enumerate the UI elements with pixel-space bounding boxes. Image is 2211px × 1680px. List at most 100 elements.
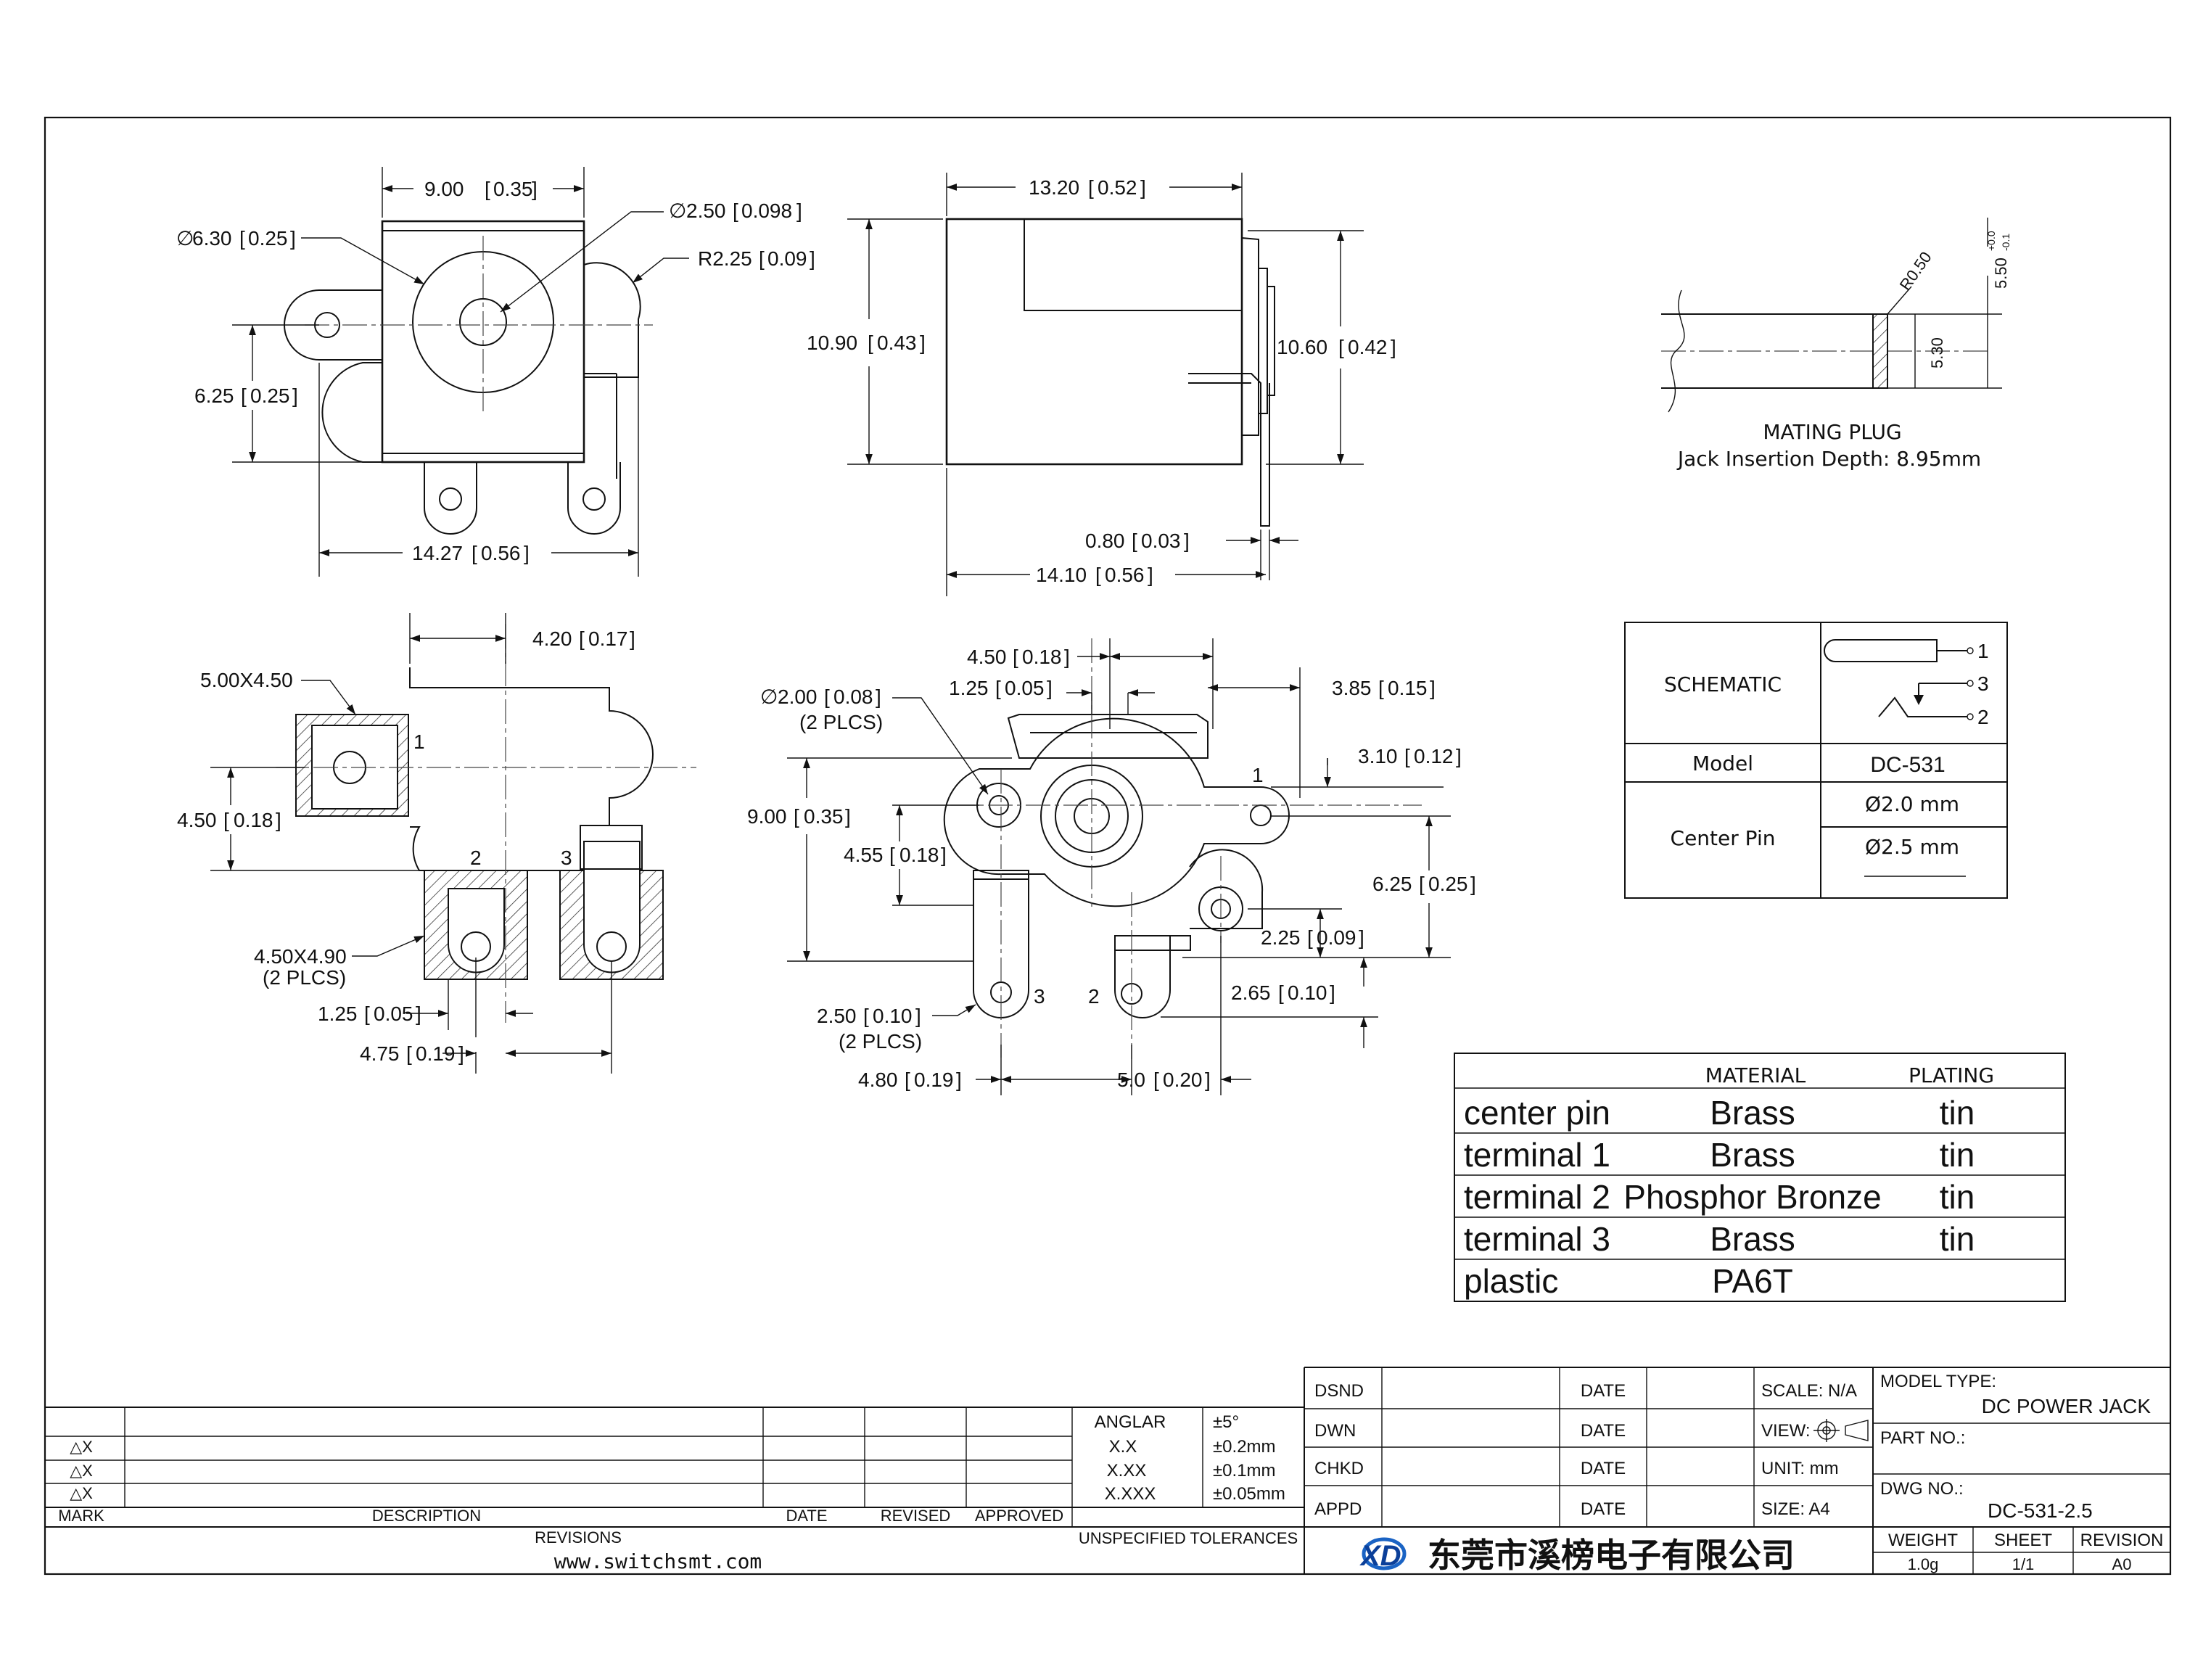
material-row-part: terminal 3: [1464, 1220, 1610, 1258]
dim-bottom-j: 2.50: [817, 1005, 857, 1027]
dim-pin-dia: 2.50: [686, 199, 726, 222]
svg-text:]: ]: [292, 384, 298, 407]
dim-pcb-left-inch: 0.18: [234, 809, 273, 831]
center-pin-option-2: Ø2.5 mm: [1865, 835, 1959, 859]
tol-xx-label: X.XX: [1107, 1461, 1147, 1481]
approval-date-label: DATE: [1581, 1499, 1626, 1519]
front-view: 9.00 [ 0.35 ] ∅ 6.30 [ 0.25 ] ∅ 2.50 [ 0…: [176, 167, 815, 577]
schematic-terminal-3: 3: [1977, 672, 1989, 695]
schematic-terminal-1: 1: [1977, 640, 1989, 662]
plug-title: MATING PLUG: [1763, 420, 1901, 444]
drawing-border: [44, 116, 2172, 1576]
pcb-pad-qty: (2 PLCS): [263, 966, 346, 989]
schematic-table: SCHEMATIC Model DC-531 Center Pin Ø2.0 m…: [1624, 622, 2008, 899]
dim-bottom-g-inch: 0.25: [1428, 873, 1468, 895]
website-url[interactable]: www.switchsmt.com: [554, 1549, 762, 1573]
bottom-hole-qty: (2 PLCS): [799, 711, 883, 733]
dim-bottom-l: 5.0: [1117, 1068, 1145, 1091]
revision-header-mark: MARK: [58, 1507, 104, 1525]
plug-radius: R0.50: [1896, 248, 1935, 293]
dim-bottom-l-inch: 0.20: [1163, 1068, 1203, 1091]
dim-bottom-k: 4.80: [858, 1068, 898, 1091]
approval-role: CHKD: [1314, 1459, 1364, 1478]
svg-text:]: ]: [1140, 176, 1146, 199]
jack-schematic-symbol: 1 3 2: [1824, 639, 1989, 728]
revision-mark-1: △X: [70, 1438, 93, 1456]
dim-side-total: 14.10: [1036, 564, 1087, 586]
svg-text:[: [: [868, 332, 873, 354]
material-row-material: PA6T: [1712, 1262, 1793, 1300]
mating-plug: R0.50 5.30 5.50 +0.0 -0.1 MATING PLUG Ja…: [1661, 218, 2012, 471]
revision-label: REVISION: [2080, 1531, 2164, 1550]
dim-bottom-i-inch: 0.10: [1288, 981, 1327, 1004]
dim-pcb-top: 4.20: [532, 627, 572, 650]
approval-date-label: DATE: [1581, 1381, 1626, 1401]
dim-bottom-b-inch: 0.05: [1005, 677, 1045, 699]
svg-text:]: ]: [876, 685, 881, 708]
center-pin-option-1: Ø2.0 mm: [1865, 792, 1959, 816]
svg-text:[: [: [889, 844, 895, 866]
dim-bottom-g: 6.25: [1372, 873, 1412, 895]
pcb-pad-size: 4.50X4.90: [254, 945, 347, 968]
svg-text:]: ]: [1470, 873, 1476, 895]
dim-pcb-pitch: 4.75: [360, 1042, 400, 1065]
svg-text:[: [: [579, 627, 585, 650]
revision-header-revised: REVISED: [881, 1507, 951, 1525]
model-type-value: DC POWER JACK: [1982, 1395, 2152, 1417]
dim-bottom-d-inch: 0.12: [1414, 745, 1454, 767]
revision-header-date: DATE: [786, 1507, 827, 1525]
dim-pin-dia-inch: 0.098: [741, 199, 792, 222]
bottom-view: 1 2 3 4.50 [ 0.18 ] ∅ 2.00 [ 0.08 ] (2 P…: [747, 638, 1476, 1095]
dim-radius-inch: 0.09: [767, 247, 807, 270]
svg-text:[: [: [995, 677, 1001, 699]
svg-text:[: [: [364, 1002, 370, 1025]
svg-text:[: [: [1404, 745, 1410, 767]
svg-text:]: ]: [1359, 926, 1364, 949]
svg-text:[: [: [1338, 336, 1344, 358]
svg-text:]: ]: [1047, 677, 1053, 699]
material-row-material: Brass: [1710, 1220, 1795, 1258]
pcb-pad1-size: 5.00X4.50: [200, 669, 293, 691]
svg-text:]: ]: [524, 542, 530, 564]
pcb-layout-view: 1 2 3 4.20 [ 0.17 ] 5.00X4.50 4.50 [ 0.1…: [177, 613, 696, 1074]
bottom-j-qty: (2 PLCS): [839, 1030, 922, 1053]
svg-text:]: ]: [956, 1068, 962, 1091]
model-type-label: MODEL TYPE:: [1880, 1372, 1996, 1391]
approval-role: DWN: [1314, 1421, 1356, 1441]
dim-bottom-b: 1.25: [949, 677, 989, 699]
projection-view-icon: [1813, 1419, 1869, 1442]
material-row-part: center pin: [1464, 1094, 1610, 1132]
approval-date-label: DATE: [1581, 1459, 1626, 1478]
approval-info: SCALE: N/A: [1761, 1381, 1857, 1401]
dim-side-length-inch: 0.52: [1098, 176, 1137, 199]
dim-side-length: 13.20: [1029, 176, 1079, 199]
svg-text:∅: ∅: [176, 227, 194, 250]
dim-bottom-a: 4.50: [967, 646, 1007, 668]
dim-front-height-inch: 0.25: [250, 384, 290, 407]
dim-front-total: 14.27: [412, 542, 463, 564]
dim-pcb-top-inch: 0.17: [588, 627, 628, 650]
dim-bottom-a-inch: 0.18: [1022, 646, 1062, 668]
dim-outer-dia: 6.30: [192, 227, 232, 250]
dim-bottom-d: 3.10: [1358, 745, 1398, 767]
dim-side-total-inch: 0.56: [1105, 564, 1145, 586]
tol-xx-value: ±0.1mm: [1213, 1461, 1276, 1481]
material-row-part: plastic: [1464, 1262, 1558, 1300]
svg-text:[: [: [733, 199, 738, 222]
weight-label: WEIGHT: [1888, 1531, 1958, 1550]
tol-angular-value: ±5°: [1213, 1412, 1239, 1432]
material-row-plating: tin: [1940, 1094, 1975, 1132]
tol-xxx-value: ±0.05mm: [1213, 1484, 1285, 1504]
model-value: DC-531: [1870, 753, 1945, 777]
svg-text:[: [: [1278, 981, 1284, 1004]
svg-text:[: [: [406, 1042, 412, 1065]
svg-text:]: ]: [796, 199, 802, 222]
svg-text:[: [: [1307, 926, 1313, 949]
dim-tab-thickness-inch: 0.03: [1141, 530, 1181, 552]
bottom-pin2-label: 2: [1088, 985, 1100, 1008]
svg-text:]: ]: [1184, 530, 1190, 552]
svg-text:]: ]: [276, 809, 281, 831]
dim-bottom-hole-inch: 0.08: [833, 685, 873, 708]
